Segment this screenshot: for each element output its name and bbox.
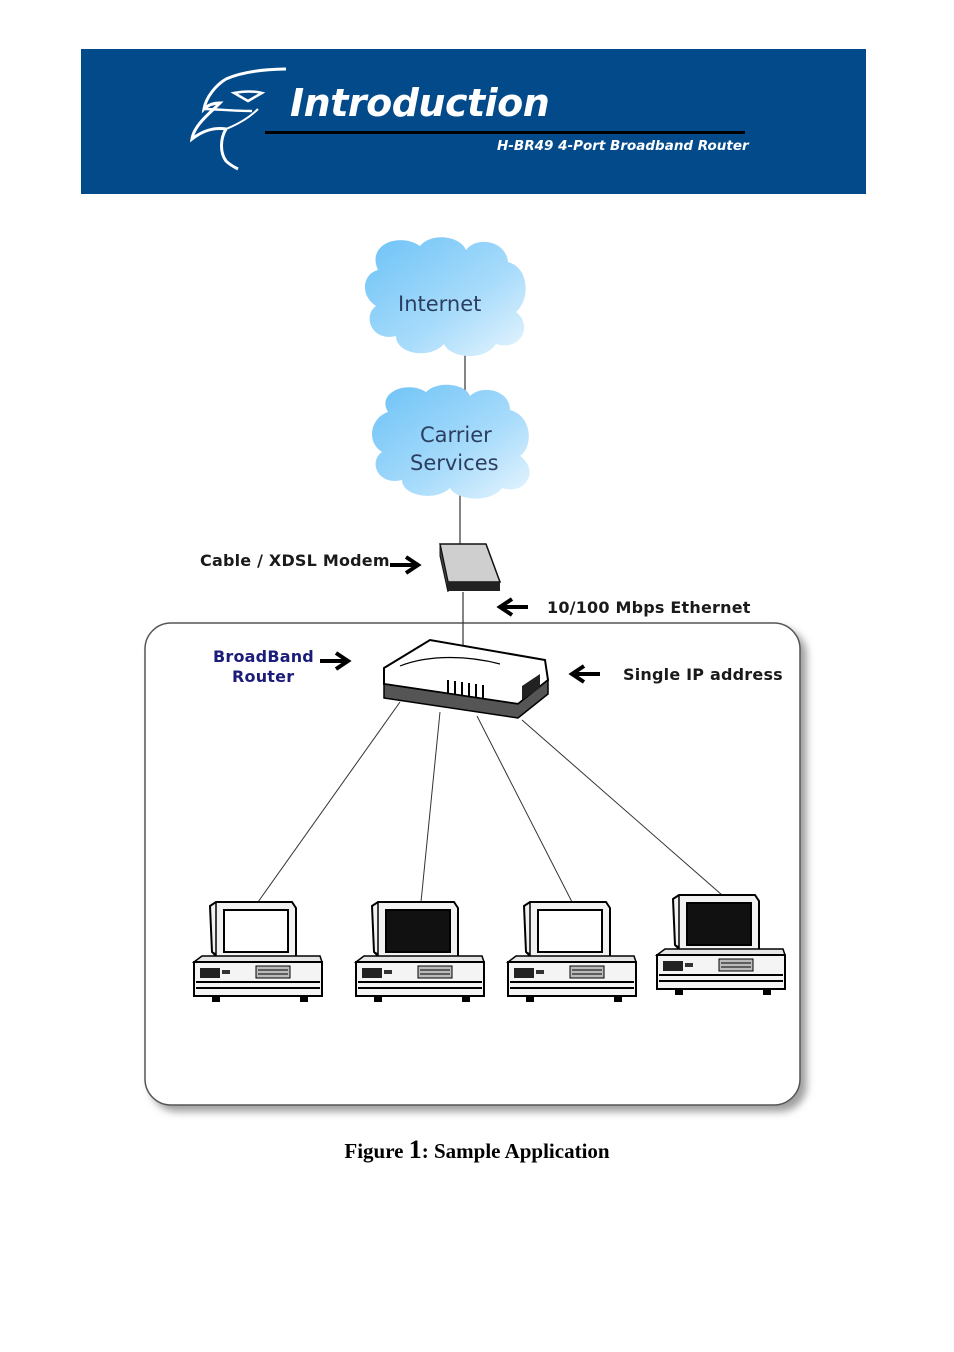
caption-number: 1 (408, 1135, 422, 1164)
router-icon (383, 638, 550, 719)
carrier-label-line1: Carrier (420, 423, 492, 447)
ethernet-arrow-icon (498, 597, 530, 617)
router-pc2-link (420, 711, 441, 903)
eagle-head-logo-icon (189, 67, 286, 171)
ip-label: Single IP address (623, 665, 783, 684)
router-pc3-link (476, 715, 573, 903)
modem-arrow-icon (388, 555, 420, 575)
page-title: Introduction (290, 81, 550, 125)
figure-caption: Figure 1: Sample Application (0, 1135, 954, 1165)
modem-label: Cable / XDSL Modem (200, 551, 390, 570)
header-banner: Introduction H-BR49 4-Port Broadband Rou… (81, 49, 866, 194)
title-underline (265, 131, 745, 134)
page-subtitle: H-BR49 4-Port Broadband Router (497, 138, 749, 154)
ethernet-label: 10/100 Mbps Ethernet (547, 598, 751, 617)
internet-cloud-icon (364, 237, 526, 357)
router-label-line1: BroadBand (213, 647, 314, 666)
carrier-label-line2: Services (410, 451, 499, 475)
router-pc1-link (257, 701, 401, 903)
router-label-line2: Router (232, 667, 295, 686)
caption-prefix: Figure (344, 1139, 409, 1163)
carrier-cloud-icon (371, 384, 530, 499)
modem-icon (439, 543, 502, 593)
internet-label: Internet (398, 292, 482, 316)
router-pc4-link (521, 719, 723, 896)
caption-text: : Sample Application (421, 1139, 610, 1163)
